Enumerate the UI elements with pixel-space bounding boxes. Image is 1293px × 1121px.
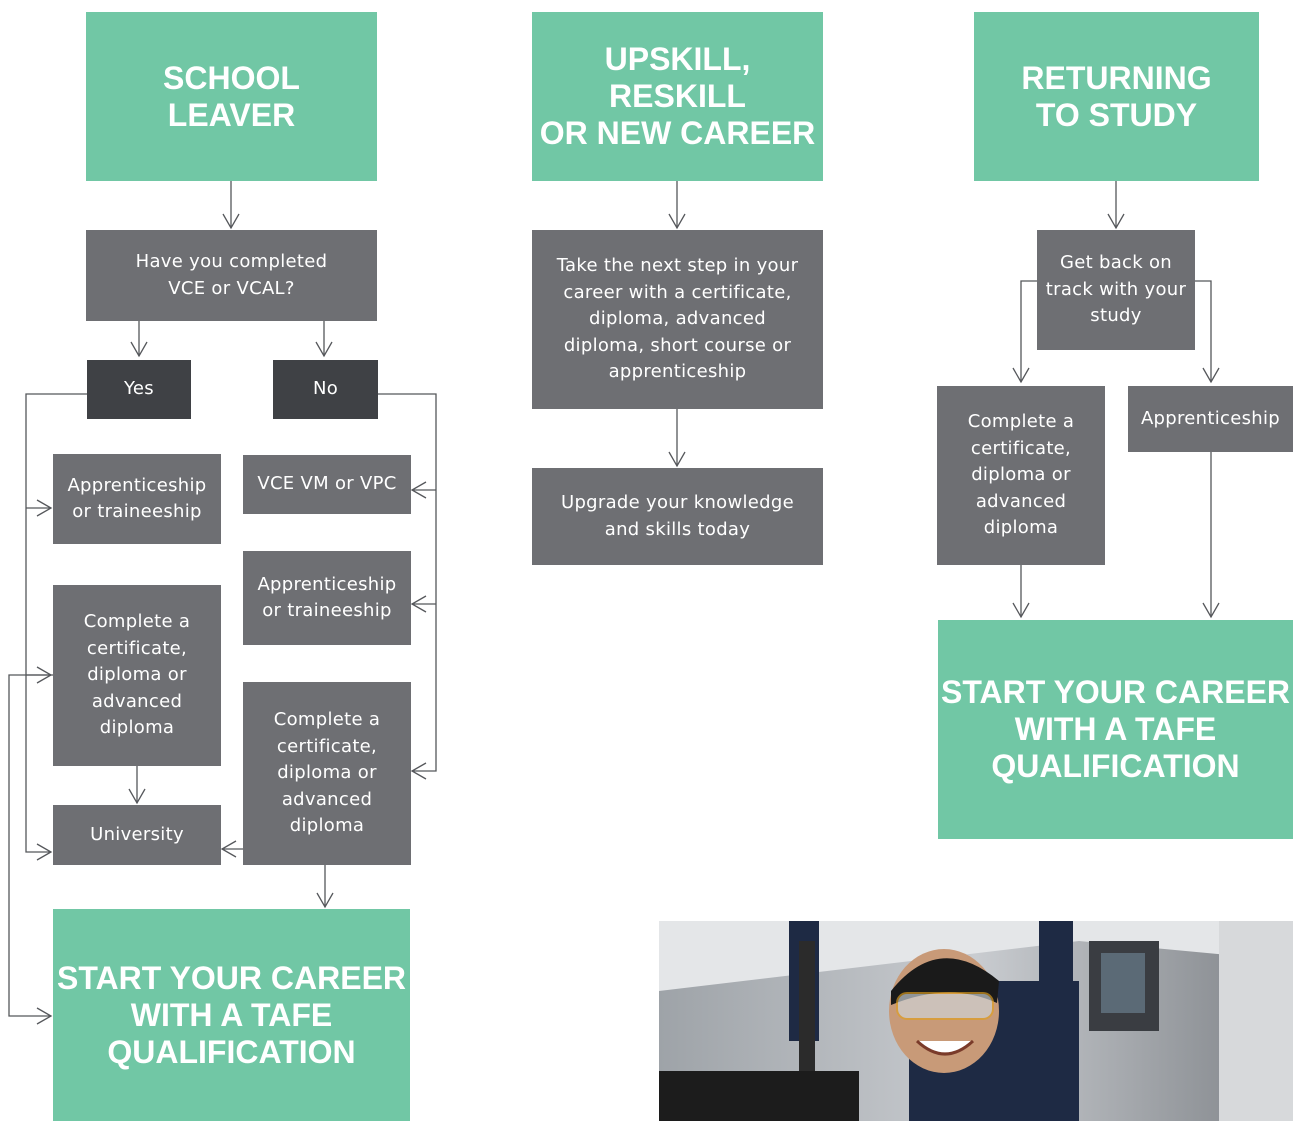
returning-certificate-box: Complete a certificate, diploma or advan… (937, 386, 1105, 565)
no-apprenticeship-text: Apprenticeship or traineeship (257, 573, 397, 622)
returning-step-text: Get back on track with your study (1045, 252, 1187, 327)
yes-certificate-box: Complete a certificate, diploma or advan… (53, 585, 221, 766)
university-text: University (90, 823, 184, 845)
university-box: University (53, 805, 221, 865)
vce-question-text: Have you completed VCE or VCAL? (135, 251, 328, 299)
no-label: No (312, 378, 339, 400)
upskill-header: UPSKILL, RESKILL OR NEW CAREER (532, 12, 823, 181)
yes-apprenticeship-text: Apprenticeship or traineeship (67, 474, 207, 523)
returning-outcome-text: START YOUR CAREER WITH A TAFE QUALIFICAT… (940, 674, 1291, 784)
school-leaver-title: SCHOOL LEAVER (163, 59, 300, 133)
student-photo-illustration (659, 921, 1293, 1121)
upskill-title: UPSKILL, RESKILL OR NEW CAREER (539, 41, 816, 151)
no-certificate-box: Complete a certificate, diploma or advan… (243, 682, 411, 865)
returning-step-box: Get back on track with your study (1037, 230, 1195, 350)
yes-label: Yes (124, 378, 154, 400)
yes-box: Yes (87, 360, 191, 419)
upgrade-text: Upgrade your knowledge and skills today (560, 492, 795, 540)
no-apprenticeship-box: Apprenticeship or traineeship (243, 551, 411, 645)
student-photo (659, 921, 1293, 1121)
upskill-step-box: Take the next step in your career with a… (532, 230, 823, 409)
returning-apprenticeship-box: Apprenticeship (1128, 386, 1293, 452)
vce-question-box: Have you completed VCE or VCAL? (86, 230, 377, 321)
returning-apprenticeship-text: Apprenticeship (1140, 407, 1281, 429)
returning-title: RETURNING TO STUDY (1021, 59, 1212, 133)
returning-certificate-text: Complete a certificate, diploma or advan… (967, 411, 1075, 539)
school-leaver-outcome-text: START YOUR CAREER WITH A TAFE QUALIFICAT… (56, 959, 407, 1070)
returning-header: RETURNING TO STUDY (974, 12, 1259, 181)
no-box: No (273, 360, 378, 419)
school-leaver-outcome: START YOUR CAREER WITH A TAFE QUALIFICAT… (53, 909, 410, 1121)
no-certificate-text: Complete a certificate, diploma or advan… (273, 709, 381, 837)
upskill-step-text: Take the next step in your career with a… (556, 255, 799, 383)
vce-vm-box: VCE VM or VPC (243, 455, 411, 514)
upgrade-box: Upgrade your knowledge and skills today (532, 468, 823, 565)
vce-vm-text: VCE VM or VPC (257, 473, 397, 495)
returning-outcome: START YOUR CAREER WITH A TAFE QUALIFICAT… (938, 620, 1293, 839)
school-leaver-header: SCHOOL LEAVER (86, 12, 377, 181)
yes-apprenticeship-box: Apprenticeship or traineeship (53, 454, 221, 544)
yes-certificate-text: Complete a certificate, diploma or advan… (83, 611, 191, 739)
